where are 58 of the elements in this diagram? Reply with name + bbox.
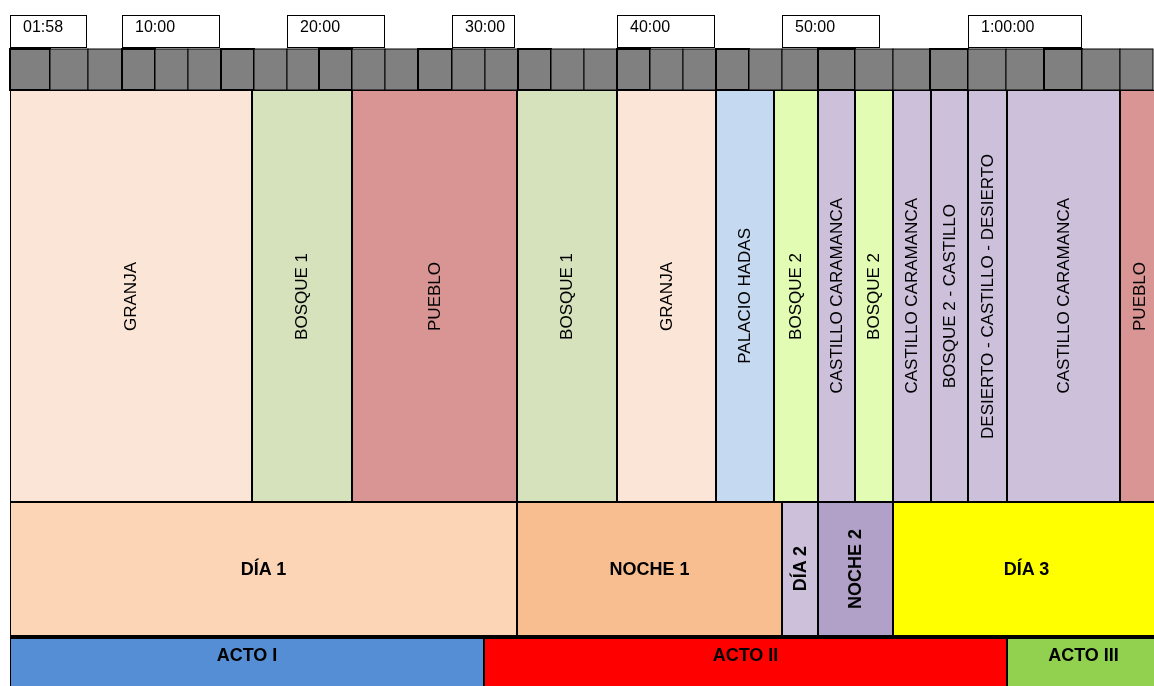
day-label: NOCHE 2 xyxy=(845,529,866,609)
day-label: NOCHE 1 xyxy=(609,558,690,580)
time-label: 50:00 xyxy=(795,18,836,36)
time-marker xyxy=(617,15,715,48)
scene-label: BOSQUE 2 xyxy=(786,252,806,340)
day-band xyxy=(818,502,893,636)
scene-column xyxy=(855,90,893,502)
scene-column xyxy=(893,90,931,502)
scene-column xyxy=(617,90,716,502)
time-label: 40:00 xyxy=(630,18,671,36)
time-label: 30:00 xyxy=(465,18,506,36)
scene-label: CASTILLO CARAMANCA xyxy=(1053,198,1074,394)
time-marker xyxy=(782,15,880,48)
scene-label: BOSQUE 2 - CASTILLO xyxy=(939,203,960,389)
day-band xyxy=(10,502,517,636)
scene-column xyxy=(252,90,352,502)
time-marker xyxy=(287,15,385,48)
scene-column xyxy=(1120,90,1154,502)
scene-column xyxy=(1007,90,1120,502)
day-label: DÍA 2 xyxy=(789,546,811,592)
time-label: 20:00 xyxy=(300,18,341,36)
scene-label: PUEBLO xyxy=(1130,261,1150,331)
scene-label: PUEBLO xyxy=(424,261,445,331)
day-band xyxy=(893,502,1154,636)
day-band xyxy=(782,502,818,636)
scene-label: PALACIO HADAS xyxy=(735,228,755,364)
time-marker xyxy=(968,15,1082,48)
scene-label: BOSQUE 1 xyxy=(292,252,312,340)
act-band xyxy=(10,636,484,686)
day-band xyxy=(517,502,782,636)
time-marker xyxy=(122,15,220,48)
act-label: ACTO II xyxy=(712,645,779,666)
scene-label: BOSQUE 2 xyxy=(864,252,884,340)
time-label: 10:00 xyxy=(135,18,176,36)
scene-label: CASTILLO CARAMANCA xyxy=(826,198,847,394)
scene-column xyxy=(517,90,617,502)
act-band xyxy=(484,636,1007,686)
scene-column xyxy=(716,90,774,502)
scene-column xyxy=(931,90,968,502)
scene-column xyxy=(352,90,517,502)
time-label: 01:58 xyxy=(23,18,64,36)
scene-column xyxy=(968,90,1007,502)
scene-label: DESIERTO - CASTILLO - DESIERTO xyxy=(977,153,998,439)
act-label: ACTO III xyxy=(1048,645,1119,666)
scene-label: GRANJA xyxy=(121,261,141,331)
day-label: DÍA 1 xyxy=(240,558,287,580)
scene-label: BOSQUE 1 xyxy=(557,252,577,340)
time-label: 1:00:00 xyxy=(981,18,1035,36)
scene-label: CASTILLO CARAMANCA xyxy=(902,198,922,394)
time-marker xyxy=(452,15,515,48)
scene-column xyxy=(10,90,252,502)
act-band xyxy=(1007,636,1154,686)
scene-column xyxy=(774,90,818,502)
day-label: DÍA 3 xyxy=(1003,558,1050,580)
scene-label: GRANJA xyxy=(656,261,677,331)
scene-column xyxy=(818,90,855,502)
time-marker xyxy=(10,15,87,48)
act-label: ACTO I xyxy=(216,645,278,666)
